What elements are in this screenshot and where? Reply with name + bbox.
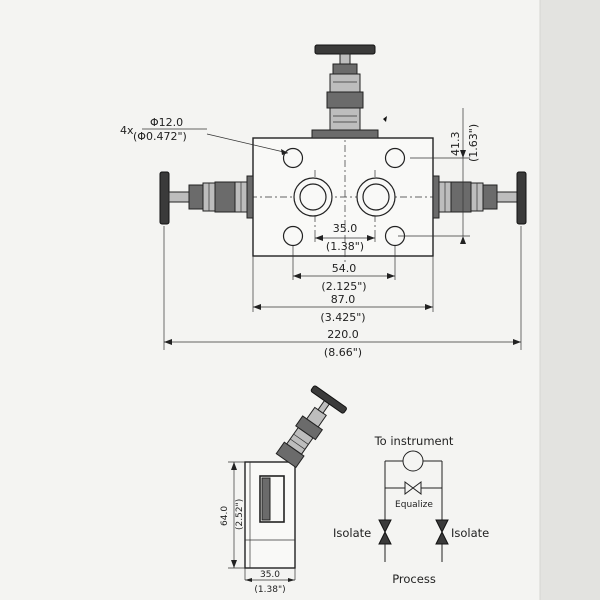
spacing-dim-mm: 54.0 [332, 262, 357, 275]
left-valve-nut-2 [214, 181, 236, 213]
scan-edge [540, 0, 600, 600]
body-dim-arrow-right [425, 304, 433, 310]
top-valve [311, 44, 379, 139]
right-valve-flange [432, 175, 440, 219]
hole-callout-arrow [281, 149, 288, 155]
overall-dim-in: (8.66") [324, 346, 362, 359]
process-port-left-inner [299, 183, 327, 211]
hole-callout-leader [206, 133, 289, 154]
side-view: 64.0 (2.52") 35.0 (1.38") [220, 385, 347, 595]
process-label: Process [392, 572, 436, 586]
right-valve-nut-2 [482, 184, 498, 210]
hole-count-label: 4x [120, 124, 134, 137]
spacing-dim-arrow-right [387, 273, 395, 279]
to-instrument-label: To instrument [374, 434, 454, 448]
side-height-mm: 64.0 [220, 506, 230, 526]
height-dim-in: (1.63") [467, 124, 480, 162]
height-dim-arrow-bottom [460, 236, 466, 244]
left-valve-flange [246, 175, 254, 219]
pitch-dim-arrow-right [367, 235, 375, 241]
overall-dim-arrow-right [513, 339, 521, 345]
tick-mark [383, 116, 387, 122]
left-valve-nut-1 [188, 184, 204, 210]
left-valve-stem [168, 191, 190, 203]
side-height-arrow-bottom [231, 560, 237, 568]
right-valve-nut-1 [450, 181, 472, 213]
mount-hole-bottom-left [282, 225, 304, 247]
mount-hole-top-right [384, 147, 406, 169]
right-valve-handle [516, 171, 527, 225]
isolate-valve-right-bottom [435, 530, 449, 545]
instrument-circle [402, 450, 424, 472]
side-valve [275, 385, 347, 469]
equalize-valve-left [404, 481, 414, 495]
top-valve-body-nut [326, 91, 364, 109]
side-width-mm: 35.0 [260, 570, 280, 580]
process-port-right-inner [362, 183, 390, 211]
side-height-arrow-top [231, 462, 237, 470]
isolate-valve-left-bottom [378, 530, 392, 545]
top-valve-bonnet [329, 73, 361, 93]
isolate-valve-left-top [378, 519, 392, 534]
spacing-dim-arrow-left [293, 273, 301, 279]
isolate-right-label: Isolate [451, 526, 489, 540]
side-width-arrow-left [245, 578, 252, 582]
equalize-label: Equalize [395, 500, 433, 510]
spacing-dim-in: (2.125") [321, 280, 366, 293]
side-width-arrow-right [288, 578, 295, 582]
top-valve-handle [314, 44, 376, 55]
height-dim-arrow-top [460, 150, 466, 158]
side-height-in: (2.52") [235, 499, 245, 530]
side-valve-handle [310, 385, 347, 414]
side-valve-thread-2 [290, 438, 306, 450]
body-dim-in: (3.425") [320, 311, 365, 324]
side-port-shade [261, 477, 271, 521]
pitch-dim-in: (1.38") [326, 240, 364, 253]
front-view: 4x Φ12.0 (Φ0.472") 41.3 (1.63") 35.0 (1.… [120, 44, 527, 359]
isolate-valve-right-top [435, 519, 449, 534]
side-width-in: (1.38") [254, 585, 285, 595]
height-dim-mm: 41.3 [449, 132, 462, 157]
left-valve-handle [159, 171, 170, 225]
left-valve [159, 171, 254, 225]
isolate-left-label: Isolate [333, 526, 371, 540]
equalize-valve-right [412, 481, 422, 495]
schematic: To instrument Equalize Isolate Isolate P… [333, 434, 489, 586]
right-valve-stem [496, 191, 518, 203]
hole-diameter-mm: Φ12.0 [150, 116, 183, 129]
overall-dim-mm: 220.0 [327, 328, 359, 341]
pitch-dim-arrow-left [315, 235, 323, 241]
overall-dim-arrow-left [164, 339, 172, 345]
hole-diameter-in: (Φ0.472") [133, 130, 187, 143]
side-port [259, 475, 285, 523]
mount-hole-top-left [282, 147, 304, 169]
body-dim-arrow-left [253, 304, 261, 310]
top-valve-body [329, 107, 361, 131]
pitch-dim-mm: 35.0 [333, 222, 358, 235]
top-valve-bonnet-nut [332, 63, 358, 75]
right-valve [432, 171, 527, 225]
body-dim-mm: 87.0 [331, 293, 356, 306]
top-valve-flange [311, 129, 379, 139]
side-valve-thread [293, 433, 309, 445]
